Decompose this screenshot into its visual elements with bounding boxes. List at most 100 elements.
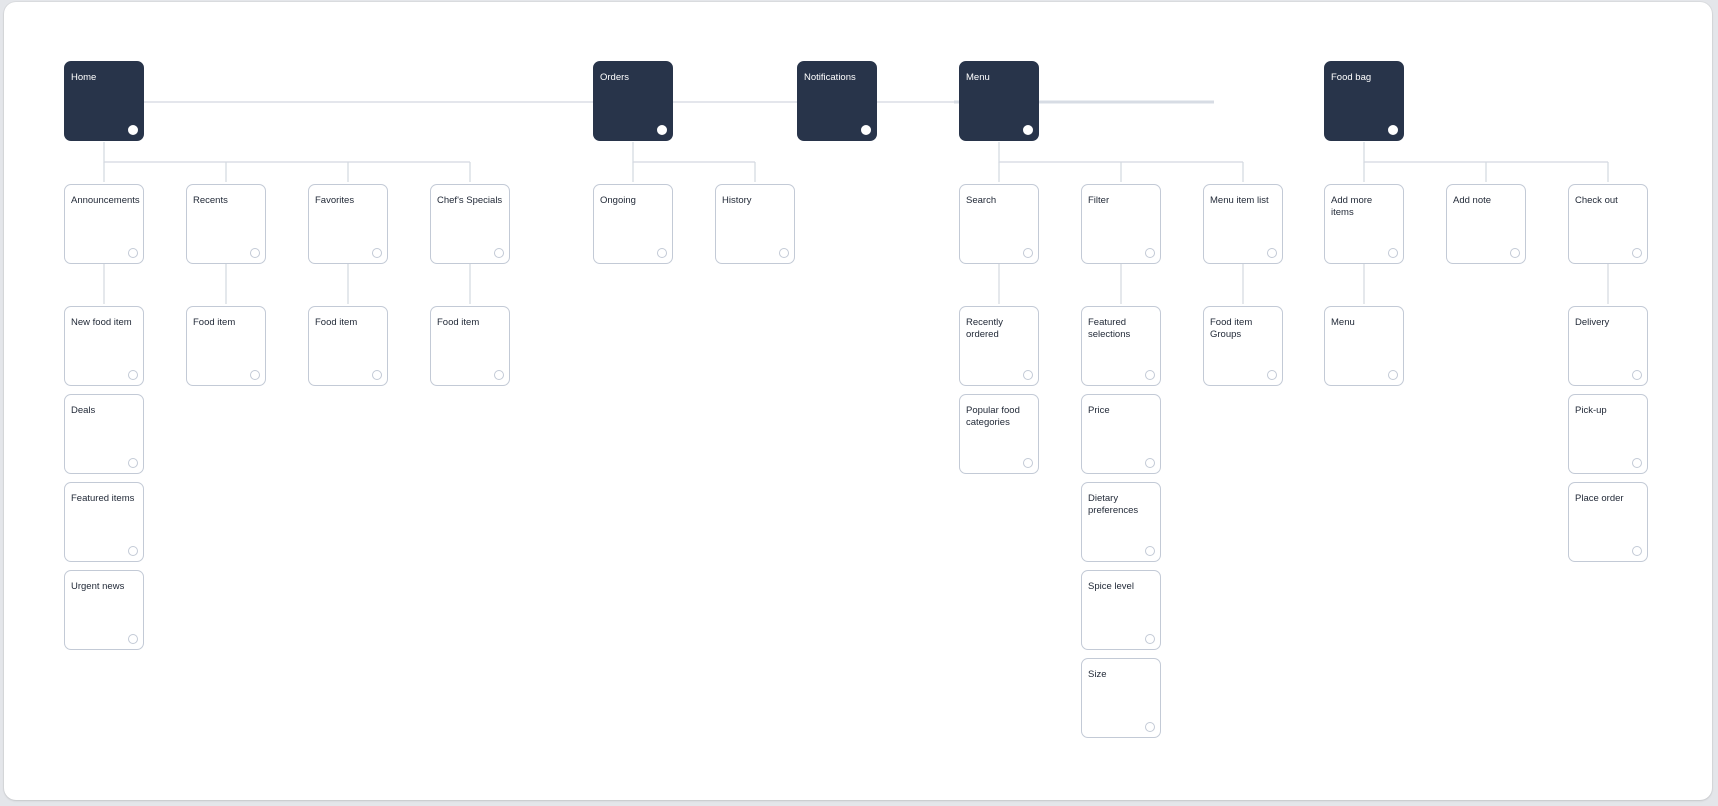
node-dot-icon <box>1632 546 1642 556</box>
node-label: Add more items <box>1331 195 1373 218</box>
node-bag-menu[interactable]: Menu <box>1324 306 1404 386</box>
node-dot-icon <box>1510 248 1520 258</box>
node-dot-icon <box>1145 370 1155 380</box>
node-pick-up[interactable]: Pick-up <box>1568 394 1648 474</box>
node-recents[interactable]: Recents <box>186 184 266 264</box>
node-label: Favorites <box>315 195 355 206</box>
node-spice-level[interactable]: Spice level <box>1081 570 1161 650</box>
node-dot-icon <box>1632 370 1642 380</box>
node-notifications[interactable]: Notifications <box>797 61 877 141</box>
node-dot-icon <box>779 248 789 258</box>
node-label: Popular food categories <box>966 405 1020 428</box>
node-label: Check out <box>1575 195 1618 206</box>
node-featured-selections[interactable]: Featured selections <box>1081 306 1161 386</box>
node-dot-icon <box>128 634 138 644</box>
node-label: Menu <box>966 72 990 83</box>
node-dot-icon <box>1145 634 1155 644</box>
node-chefs-specials[interactable]: Chef's Specials <box>430 184 510 264</box>
node-dot-icon <box>372 370 382 380</box>
node-menu[interactable]: Menu <box>959 61 1039 141</box>
node-favorites[interactable]: Favorites <box>308 184 388 264</box>
node-dietary-preferences[interactable]: Dietary preferences <box>1081 482 1161 562</box>
node-label: Food bag <box>1331 72 1372 83</box>
node-label: Menu item list <box>1210 195 1269 206</box>
node-dot-icon <box>1388 125 1398 135</box>
node-search[interactable]: Search <box>959 184 1039 264</box>
node-dot-icon <box>657 248 667 258</box>
node-dot-icon <box>861 125 871 135</box>
node-label: History <box>722 195 752 206</box>
node-dot-icon <box>372 248 382 258</box>
node-dot-icon <box>250 370 260 380</box>
node-delivery[interactable]: Delivery <box>1568 306 1648 386</box>
node-label: Deals <box>71 405 96 416</box>
node-dot-icon <box>1632 248 1642 258</box>
node-dot-icon <box>1267 370 1277 380</box>
node-label: Delivery <box>1575 317 1610 328</box>
node-dot-icon <box>1145 458 1155 468</box>
node-label: Orders <box>600 72 630 83</box>
node-label: Ongoing <box>600 195 636 206</box>
node-announcements[interactable]: Announcements <box>64 184 144 264</box>
node-label: Recents <box>193 195 228 206</box>
node-label: Food item Groups <box>1210 317 1253 340</box>
node-label: Home <box>71 72 97 83</box>
node-dot-icon <box>1023 248 1033 258</box>
node-label: Food item <box>437 317 480 328</box>
node-size[interactable]: Size <box>1081 658 1161 738</box>
node-home[interactable]: Home <box>64 61 144 141</box>
node-dot-icon <box>1023 370 1033 380</box>
node-deals[interactable]: Deals <box>64 394 144 474</box>
node-dot-icon <box>1632 458 1642 468</box>
node-urgent-news[interactable]: Urgent news <box>64 570 144 650</box>
node-label: Menu <box>1331 317 1355 328</box>
node-ongoing[interactable]: Ongoing <box>593 184 673 264</box>
node-label: Featured selections <box>1088 317 1131 340</box>
node-recently-ordered[interactable]: Recently ordered <box>959 306 1039 386</box>
node-label: Food item <box>193 317 236 328</box>
node-dot-icon <box>250 248 260 258</box>
node-label: Food item <box>315 317 358 328</box>
node-label: Dietary preferences <box>1088 493 1139 516</box>
node-dot-icon <box>1145 722 1155 732</box>
node-dot-icon <box>128 248 138 258</box>
node-label: New food item <box>71 317 132 328</box>
node-specials-food-item[interactable]: Food item <box>430 306 510 386</box>
node-dot-icon <box>657 125 667 135</box>
node-label: Announcements <box>71 195 140 206</box>
node-menu-item-list[interactable]: Menu item list <box>1203 184 1283 264</box>
node-food-item-groups[interactable]: Food item Groups <box>1203 306 1283 386</box>
node-food-bag[interactable]: Food bag <box>1324 61 1404 141</box>
node-label: Notifications <box>804 72 856 83</box>
node-label: Spice level <box>1088 581 1134 592</box>
node-dot-icon <box>128 125 138 135</box>
node-price[interactable]: Price <box>1081 394 1161 474</box>
node-add-note[interactable]: Add note <box>1446 184 1526 264</box>
node-dot-icon <box>1145 248 1155 258</box>
node-recents-food-item[interactable]: Food item <box>186 306 266 386</box>
node-featured-items[interactable]: Featured items <box>64 482 144 562</box>
sitemap-board: Home Orders Notifications Menu Food bag … <box>4 2 1712 800</box>
node-label: Pick-up <box>1575 405 1607 416</box>
node-history[interactable]: History <box>715 184 795 264</box>
node-dot-icon <box>1267 248 1277 258</box>
node-label: Search <box>966 195 997 206</box>
node-check-out[interactable]: Check out <box>1568 184 1648 264</box>
node-dot-icon <box>494 370 504 380</box>
node-orders[interactable]: Orders <box>593 61 673 141</box>
node-label: Size <box>1088 669 1107 680</box>
node-new-food-item[interactable]: New food item <box>64 306 144 386</box>
node-add-more-items[interactable]: Add more items <box>1324 184 1404 264</box>
node-dot-icon <box>128 370 138 380</box>
node-dot-icon <box>1023 458 1033 468</box>
node-dot-icon <box>128 458 138 468</box>
node-label: Recently ordered <box>966 317 1003 340</box>
node-filter[interactable]: Filter <box>1081 184 1161 264</box>
node-place-order[interactable]: Place order <box>1568 482 1648 562</box>
node-label: Chef's Specials <box>437 195 503 206</box>
node-popular-food-categories[interactable]: Popular food categories <box>959 394 1039 474</box>
node-label: Price <box>1088 405 1110 416</box>
node-label: Featured items <box>71 493 135 504</box>
node-dot-icon <box>128 546 138 556</box>
node-favorites-food-item[interactable]: Food item <box>308 306 388 386</box>
